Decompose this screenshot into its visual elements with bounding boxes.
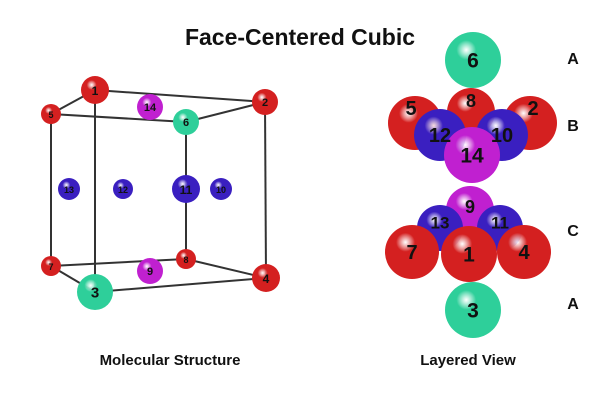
atom-sphere <box>137 258 163 284</box>
atom-number: 9 <box>147 266 153 278</box>
atom-sphere <box>173 109 199 135</box>
layer-label-a-bottom: A <box>567 296 579 313</box>
atom-number: 1 <box>92 84 99 98</box>
atom-sphere <box>252 89 278 115</box>
caption-layered-view: Layered View <box>420 352 516 369</box>
cube-edge <box>185 101 266 123</box>
layer-atom-7 <box>385 225 439 279</box>
atom-number: 11 <box>180 183 193 197</box>
atom-number: 4 <box>263 272 270 286</box>
atom-sphere <box>77 274 113 310</box>
atom-sphere <box>252 264 280 292</box>
atom-sphere <box>172 175 200 203</box>
atom-number: 12 <box>118 185 128 195</box>
cube-edge <box>50 113 187 123</box>
atom-sphere <box>441 226 497 282</box>
cube-atom-7: 7 <box>41 256 61 276</box>
atom-sphere <box>445 32 501 88</box>
layered-view <box>385 32 557 338</box>
cube-edge <box>50 258 187 267</box>
atom-number: 3 <box>91 285 99 302</box>
atom-sphere <box>445 282 501 338</box>
cube-atom-14: 14 <box>137 94 163 120</box>
cube-atom-5: 5 <box>41 104 61 124</box>
layer-atom-4 <box>497 225 551 279</box>
atom-number: 10 <box>216 185 226 195</box>
caption-molecular-structure: Molecular Structure <box>99 352 241 369</box>
cube-edges <box>50 89 267 293</box>
atom-number: 5 <box>48 110 53 120</box>
cube-atom-1: 1 <box>81 76 109 104</box>
cube-atom-9: 9 <box>137 258 163 284</box>
atom-sphere <box>385 225 439 279</box>
atom-sphere <box>113 179 133 199</box>
cube-atom-11: 11 <box>172 175 200 203</box>
layer-atom-3 <box>445 282 501 338</box>
atom-number: 2 <box>262 97 268 109</box>
atom-number: 2 <box>527 98 538 120</box>
cube-atom-8: 8 <box>176 249 196 269</box>
atom-sphere <box>41 256 61 276</box>
cube-atom-10: 10 <box>210 178 232 200</box>
layer-label-b: B <box>567 118 579 135</box>
cube-edge <box>264 101 267 279</box>
atom-number: 1 <box>463 244 475 267</box>
layer-label-c: C <box>567 223 579 240</box>
atom-number: 7 <box>48 262 53 272</box>
layer-atom-6 <box>445 32 501 88</box>
atom-number: 6 <box>467 50 479 73</box>
layer-atom-14 <box>444 127 500 183</box>
atom-number: 5 <box>405 98 416 120</box>
cube-atom-13: 13 <box>58 178 80 200</box>
atom-number: 8 <box>466 91 476 111</box>
cube-atom-3: 3 <box>77 274 113 310</box>
atom-sphere <box>176 249 196 269</box>
cube-atom-12: 12 <box>113 179 133 199</box>
atom-sphere <box>210 178 232 200</box>
layer-label-a-top: A <box>567 51 579 68</box>
atom-number: 11 <box>491 214 509 233</box>
atom-sphere <box>137 94 163 120</box>
atom-sphere <box>444 127 500 183</box>
atom-number: 9 <box>465 197 475 217</box>
diagram-title: Face-Centered Cubic <box>184 24 416 50</box>
cube-atom-2: 2 <box>252 89 278 115</box>
cube-atom-6: 6 <box>173 109 199 135</box>
atom-number: 10 <box>491 125 513 147</box>
atom-number: 13 <box>64 185 74 195</box>
atom-number: 8 <box>183 255 188 265</box>
atom-sphere <box>81 76 109 104</box>
atom-sphere <box>497 225 551 279</box>
atom-number: 14 <box>460 145 484 168</box>
atom-sphere <box>58 178 80 200</box>
cube-edge <box>94 277 267 293</box>
atom-number: 12 <box>429 125 451 147</box>
cube-edge <box>94 89 266 103</box>
cube-atom-4: 4 <box>252 264 280 292</box>
atom-number: 14 <box>144 102 157 114</box>
atom-sphere <box>41 104 61 124</box>
atom-number: 6 <box>183 117 189 129</box>
atom-number: 4 <box>518 242 530 264</box>
atom-number: 7 <box>406 242 417 264</box>
atom-number: 13 <box>431 214 450 233</box>
layer-atom-1 <box>441 226 497 282</box>
atom-number: 3 <box>467 300 479 323</box>
